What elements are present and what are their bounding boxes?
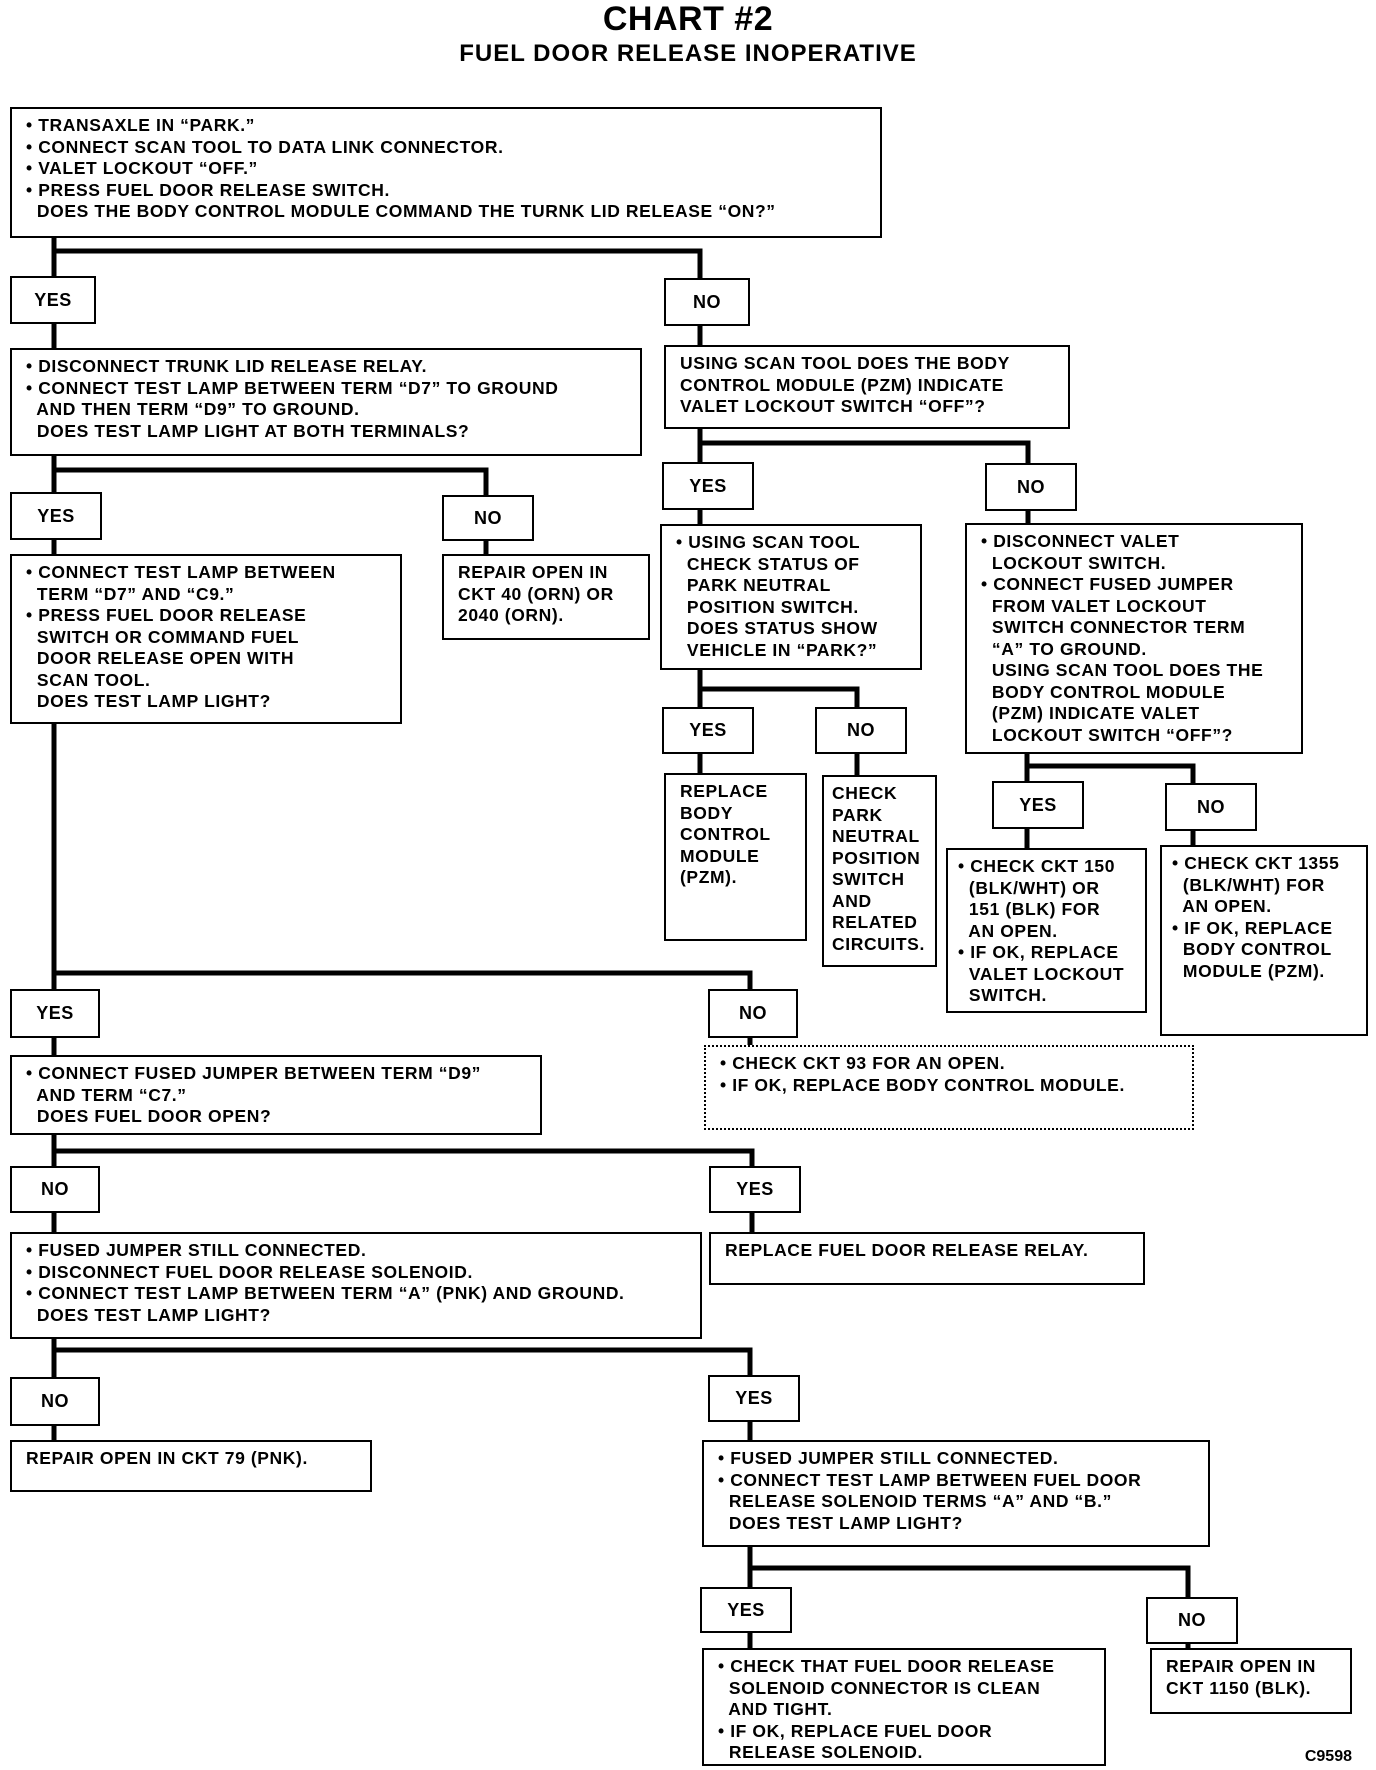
line-connected-yes bbox=[51, 1347, 753, 1378]
node-check-ckt150: • CHECK CKT 150 (BLK/WHT) OR 151 (BLK) F… bbox=[946, 848, 1147, 1013]
yes-label: YES bbox=[10, 276, 96, 324]
no-label: NO bbox=[10, 1166, 100, 1213]
line-solenoid-no bbox=[747, 1565, 1191, 1600]
chart-title: CHART #2 bbox=[602, 0, 774, 38]
node-repair-ckt79: REPAIR OPEN IN CKT 79 (PNK). bbox=[10, 1440, 372, 1492]
node-disconnect-relay: • DISCONNECT TRUNK LID RELEASE RELAY. • … bbox=[10, 348, 642, 456]
yes-label: YES bbox=[662, 707, 754, 754]
line-valet-no bbox=[1024, 763, 1196, 786]
node-repair-ckt40: REPAIR OPEN IN CKT 40 (ORN) OR 2040 (ORN… bbox=[442, 554, 650, 640]
yes-label: YES bbox=[10, 492, 102, 540]
node-jumper-connected: • FUSED JUMPER STILL CONNECTED. • DISCON… bbox=[10, 1232, 702, 1339]
yes-label: YES bbox=[709, 1166, 801, 1213]
yes-label: YES bbox=[662, 462, 754, 510]
node-start: • TRANSAXLE IN “PARK.” • CONNECT SCAN TO… bbox=[10, 107, 882, 238]
line-jumper-yes bbox=[51, 1148, 755, 1169]
node-test-d7-c9: • CONNECT TEST LAMP BETWEEN TERM “D7” AN… bbox=[10, 554, 402, 724]
line-scan-no bbox=[697, 440, 1031, 466]
line-start-no bbox=[51, 248, 703, 295]
yes-label: YES bbox=[708, 1375, 800, 1422]
no-label: NO bbox=[815, 707, 907, 754]
node-replace-bcm: REPLACE BODY CONTROL MODULE (PZM). bbox=[664, 773, 807, 941]
no-label: NO bbox=[442, 495, 534, 541]
node-park-neutral: • USING SCAN TOOL CHECK STATUS OF PARK N… bbox=[660, 524, 922, 670]
no-label: NO bbox=[1165, 783, 1257, 831]
line-relay-no bbox=[51, 467, 489, 500]
line-test-no bbox=[51, 970, 753, 992]
node-check-ckt93: • CHECK CKT 93 FOR AN OPEN. • IF OK, REP… bbox=[704, 1045, 1194, 1130]
node-solenoid-test: • FUSED JUMPER STILL CONNECTED. • CONNEC… bbox=[702, 1440, 1210, 1547]
yes-label: YES bbox=[992, 781, 1084, 829]
node-disconnect-valet: • DISCONNECT VALET LOCKOUT SWITCH. • CON… bbox=[965, 523, 1303, 754]
yes-label: YES bbox=[10, 989, 100, 1038]
node-check-ckt1355: • CHECK CKT 1355 (BLK/WHT) FOR AN OPEN. … bbox=[1160, 845, 1368, 1036]
node-scan-valet: USING SCAN TOOL DOES THE BODY CONTROL MO… bbox=[664, 345, 1070, 429]
figure-code: C9598 bbox=[1304, 1748, 1352, 1765]
node-jumper-d9-c7: • CONNECT FUSED JUMPER BETWEEN TERM “D9”… bbox=[10, 1055, 542, 1135]
no-label: NO bbox=[708, 989, 798, 1038]
no-label: NO bbox=[10, 1377, 100, 1426]
no-label: NO bbox=[985, 463, 1077, 511]
node-check-pnp: CHECK PARK NEUTRAL POSITION SWITCH AND R… bbox=[822, 775, 937, 967]
yes-label: YES bbox=[700, 1587, 792, 1633]
no-label: NO bbox=[664, 278, 750, 326]
node-replace-relay: REPLACE FUEL DOOR RELEASE RELAY. bbox=[709, 1232, 1145, 1285]
node-repair-ckt1150: REPAIR OPEN IN CKT 1150 (BLK). bbox=[1150, 1648, 1352, 1714]
chart-subtitle: FUEL DOOR RELEASE INOPERATIVE bbox=[459, 40, 917, 67]
line-park-no bbox=[697, 686, 860, 710]
no-label: NO bbox=[1146, 1597, 1238, 1644]
node-check-connector: • CHECK THAT FUEL DOOR RELEASE SOLENOID … bbox=[702, 1648, 1106, 1766]
